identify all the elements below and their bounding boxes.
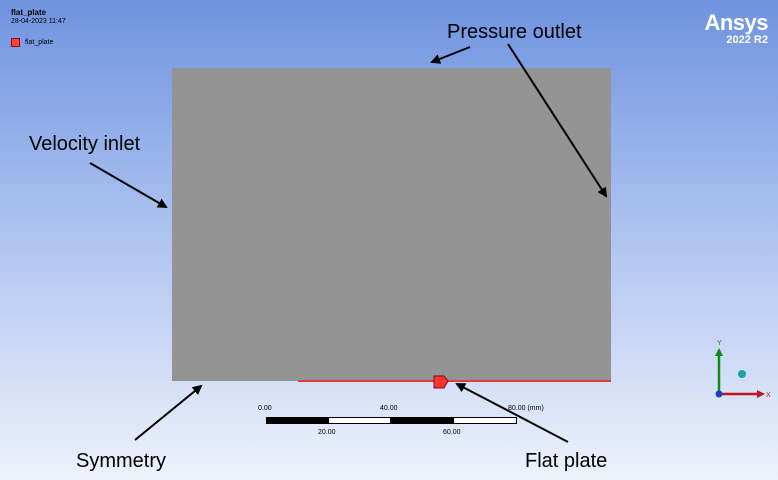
flat-plate-edge[interactable] bbox=[298, 380, 611, 382]
arrow-flat-plate bbox=[455, 383, 569, 443]
label-symmetry: Symmetry bbox=[76, 450, 166, 472]
scale-segment bbox=[266, 417, 329, 424]
scale-segment bbox=[453, 417, 517, 424]
scale-bar: 0.00 40.00 80.00 (mm) 20.00 60.00 bbox=[258, 405, 548, 445]
model-title: flat_plate bbox=[11, 8, 47, 17]
label-pressure-outlet: Pressure outlet bbox=[447, 21, 582, 43]
z-axis-dot-icon bbox=[715, 390, 723, 398]
coordinate-triad[interactable]: X Y bbox=[707, 336, 773, 402]
arrow-pressure-outlet-right bbox=[507, 43, 608, 198]
flat-plate-marker[interactable] bbox=[433, 375, 449, 394]
arrow-symmetry bbox=[134, 384, 203, 441]
scale-segment bbox=[390, 417, 454, 424]
scale-tick-top: 40.00 bbox=[380, 405, 398, 412]
plate-label-marker-icon bbox=[433, 375, 449, 389]
scale-tick-top: 0.00 bbox=[258, 405, 272, 412]
x-axis-label: X bbox=[766, 392, 771, 399]
legend: flat_plate bbox=[11, 38, 53, 47]
fluid-domain-surface[interactable] bbox=[172, 68, 611, 381]
ansys-logo: Ansys 2022 R2 bbox=[704, 10, 768, 47]
brand-name: Ansys bbox=[704, 10, 768, 35]
y-axis-label: Y bbox=[717, 340, 722, 347]
legend-item-label: flat_plate bbox=[25, 39, 54, 46]
label-velocity-inlet: Velocity inlet bbox=[29, 133, 141, 155]
view-orientation-ball-icon bbox=[738, 370, 746, 378]
arrow-pressure-outlet-top bbox=[430, 46, 471, 64]
model-timestamp: 28-04-2023 11:47 bbox=[11, 18, 66, 25]
scale-tick-top: 80.00 (mm) bbox=[508, 405, 544, 412]
brand-version: 2022 R2 bbox=[726, 34, 768, 46]
scale-segment bbox=[328, 417, 391, 424]
scale-tick-bottom: 60.00 bbox=[443, 429, 461, 436]
label-flat-plate: Flat plate bbox=[525, 450, 608, 472]
scale-tick-bottom: 20.00 bbox=[318, 429, 336, 436]
arrow-velocity-inlet bbox=[89, 162, 168, 209]
legend-color-swatch bbox=[11, 38, 20, 47]
